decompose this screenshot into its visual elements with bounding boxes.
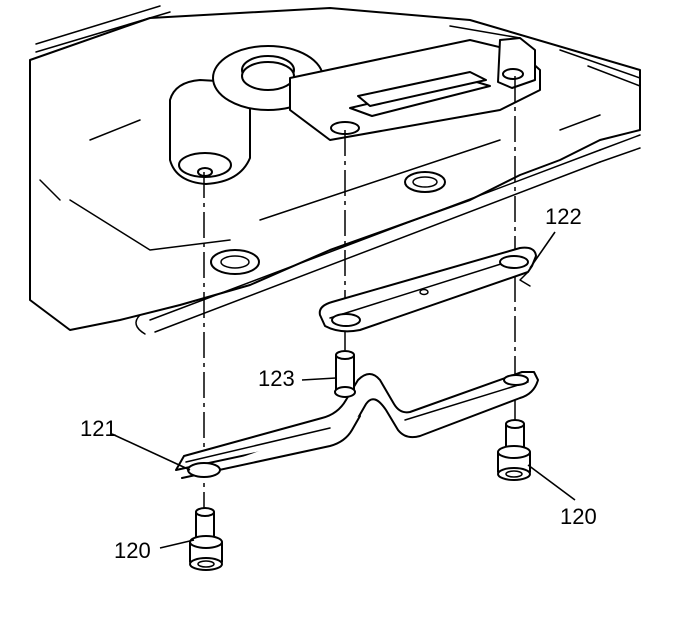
leader-122: [529, 231, 556, 269]
bolt-120-right: [497, 419, 531, 481]
callout-122: 122: [545, 204, 582, 229]
leader-lines: [111, 231, 576, 549]
leader-120-left: [159, 539, 195, 549]
callout-123: 123: [258, 366, 295, 391]
callout-121: 121: [80, 416, 117, 441]
leader-121: [111, 433, 191, 471]
leader-123: [301, 377, 337, 381]
bolt-120-left: [189, 507, 223, 571]
transmission-case: [29, 5, 641, 335]
callout-120-right: 120: [560, 504, 597, 529]
callout-120-left: 120: [114, 538, 151, 563]
bracket-122: [318, 246, 537, 333]
bolt-123: [334, 350, 356, 398]
leader-120-right: [527, 464, 576, 501]
bracket-121: [175, 371, 539, 479]
